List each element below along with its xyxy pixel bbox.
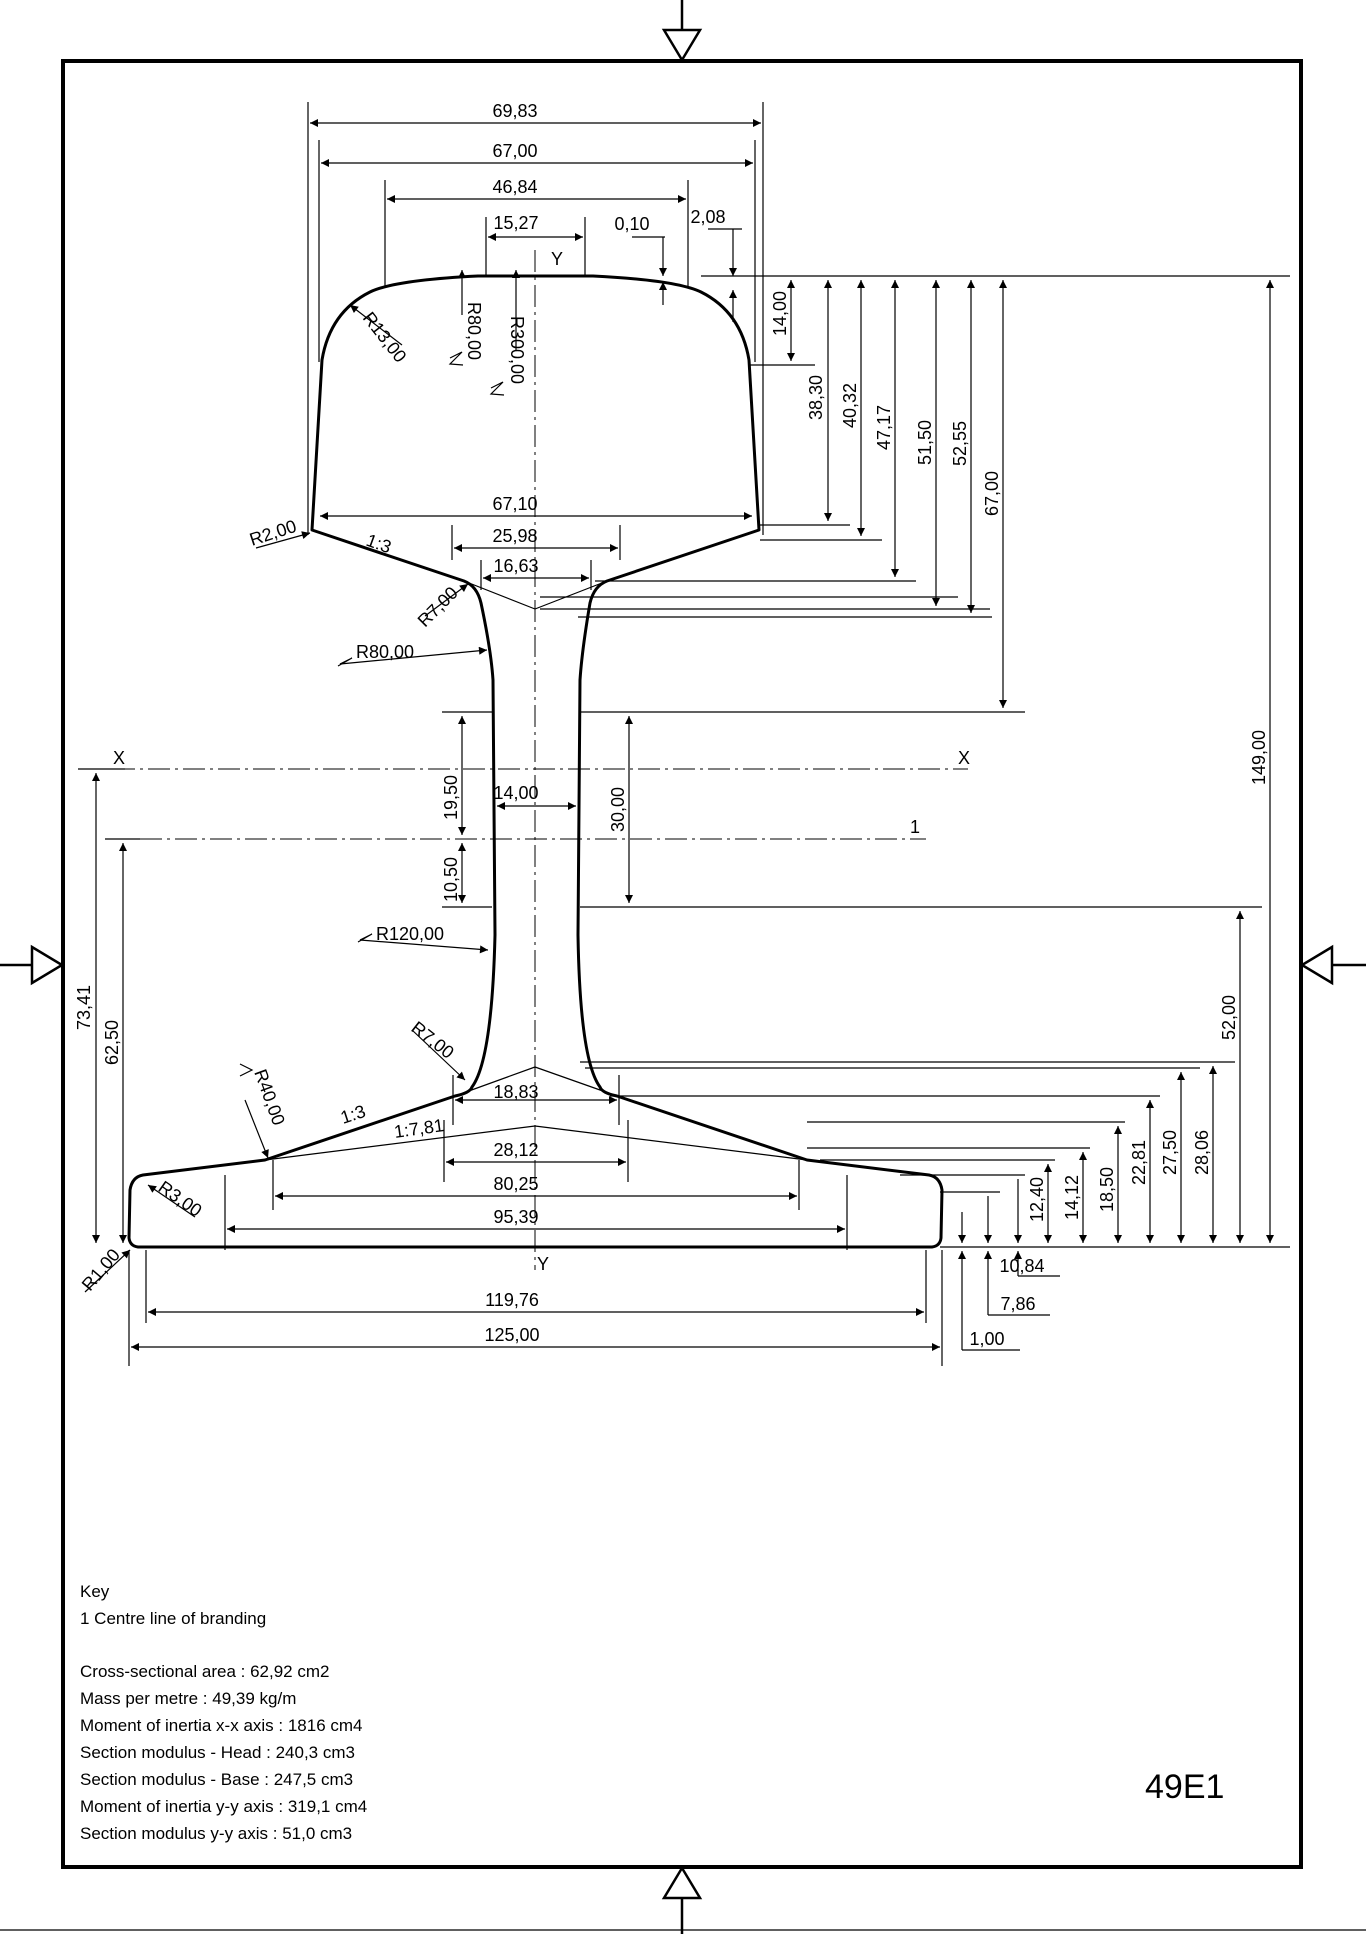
dim-12-40: 12,40 xyxy=(1027,1177,1047,1222)
property-line: Cross-sectional area : 62,92 cm2 xyxy=(80,1662,329,1681)
dim-40-32: 40,32 xyxy=(840,383,860,428)
drawing-code: 49E1 xyxy=(1145,1768,1224,1806)
dim-28-12: 28,12 xyxy=(493,1140,538,1160)
radius-r7-head: R7,00 xyxy=(414,583,469,631)
svg-text:R300,00: R300,00 xyxy=(507,316,527,384)
dim-10-84: 10,84 xyxy=(999,1256,1044,1276)
radius-r80-head: R80,00 xyxy=(448,270,484,366)
dim-73-41: 73,41 xyxy=(74,985,94,1030)
dim-16-63: 16,63 xyxy=(493,556,538,576)
dim-28-06: 28,06 xyxy=(1192,1130,1212,1175)
dim-27-50: 27,50 xyxy=(1160,1130,1180,1175)
dim-67-10: 67,10 xyxy=(492,494,537,514)
dim-7-86-group: 7,86 xyxy=(984,1196,1050,1316)
rail-profile-outline xyxy=(127,274,944,1249)
dim-2-08-group: 2,08 xyxy=(690,207,742,322)
dim-52-00: 52,00 xyxy=(1219,995,1239,1040)
dim-14-00-w: 14,00 xyxy=(493,783,538,803)
dim-69-83: 69,83 xyxy=(492,101,537,121)
radius-r40: R40,00 xyxy=(239,1063,289,1159)
key-item-1: 1 Centre line of branding xyxy=(80,1609,266,1628)
svg-text:R7,00: R7,00 xyxy=(408,1017,458,1062)
dim-2-08: 2,08 xyxy=(690,207,725,227)
dim-52-55: 52,55 xyxy=(950,421,970,466)
dim-7-86: 7,86 xyxy=(1000,1294,1035,1314)
dim-51-50: 51,50 xyxy=(915,420,935,465)
x-axis-label-right: X xyxy=(958,748,970,768)
radius-r2: R2,00 xyxy=(247,516,311,550)
centring-mark-left xyxy=(0,944,65,986)
dim-18-50: 18,50 xyxy=(1097,1167,1117,1212)
dim-80-25: 80,25 xyxy=(493,1174,538,1194)
radius-r120: R120,00 xyxy=(357,924,489,954)
svg-text:R7,00: R7,00 xyxy=(414,583,462,631)
drawing-frame xyxy=(61,59,1303,1869)
svg-text:R1,00: R1,00 xyxy=(78,1245,124,1295)
dim-1-00-group: 1,00 xyxy=(958,1212,1020,1351)
radius-r1: R1,00 xyxy=(78,1245,131,1295)
centring-mark-top xyxy=(661,0,703,63)
svg-text:R80,00: R80,00 xyxy=(356,642,414,662)
y-axis-label-bottom: Y xyxy=(537,1254,549,1274)
radius-r300: R300,00 xyxy=(489,270,527,396)
dim-0-10: 0,10 xyxy=(614,214,649,234)
dim-46-84: 46,84 xyxy=(492,177,537,197)
dim-14-12: 14,12 xyxy=(1062,1175,1082,1220)
svg-text:R40,00: R40,00 xyxy=(250,1067,289,1128)
radius-r80-web: R80,00 xyxy=(337,642,488,667)
dim-149-00: 149,00 xyxy=(1249,730,1269,785)
key-title: Key xyxy=(80,1582,110,1601)
property-line: Section modulus - Base : 247,5 cm3 xyxy=(80,1770,353,1789)
dim-67-00-v: 67,00 xyxy=(982,471,1002,516)
dim-18-83: 18,83 xyxy=(493,1082,538,1102)
dim-30-00: 30,00 xyxy=(608,787,628,832)
property-line: Moment of inertia x-x axis : 1816 cm4 xyxy=(80,1716,363,1735)
dim-67-00-top: 67,00 xyxy=(492,141,537,161)
dim-22-81: 22,81 xyxy=(1129,1140,1149,1185)
property-line: Section modulus - Head : 240,3 cm3 xyxy=(80,1743,355,1762)
dim-10-84-group: 10,84 xyxy=(999,1179,1060,1277)
dim-125-00: 125,00 xyxy=(484,1325,539,1345)
svg-text:R120,00: R120,00 xyxy=(376,924,444,944)
dim-119-76: 119,76 xyxy=(485,1290,539,1310)
dim-14-00-v: 14,00 xyxy=(770,291,790,336)
key-block: Key 1 Centre line of branding Cross-sect… xyxy=(80,1582,367,1843)
svg-text:R13,00: R13,00 xyxy=(359,308,410,366)
dim-19-50: 19,50 xyxy=(441,775,461,820)
x-axis-label-left: X xyxy=(113,748,125,768)
construction-lines xyxy=(264,580,808,1161)
y-axis-label-top: Y xyxy=(551,249,563,269)
slope-1-3-foot: 1:3 xyxy=(338,1101,368,1128)
dim-47-17: 47,17 xyxy=(874,405,894,450)
svg-text:R80,00: R80,00 xyxy=(464,302,484,360)
dim-1-00: 1,00 xyxy=(969,1329,1004,1349)
dim-38-30: 38,30 xyxy=(806,375,826,420)
dim-95-39: 95,39 xyxy=(493,1207,538,1227)
branding-line-label: 1 xyxy=(910,817,920,837)
dim-15-27: 15,27 xyxy=(493,213,538,233)
dim-0-10-group: 0,10 xyxy=(614,214,667,305)
property-line: Section modulus y-y axis : 51,0 cm3 xyxy=(80,1824,352,1843)
slope-1-3-head: 1:3 xyxy=(364,530,394,557)
dim-25-98: 25,98 xyxy=(492,526,537,546)
dim-10-50: 10,50 xyxy=(441,857,461,902)
property-line: Moment of inertia y-y axis : 319,1 cm4 xyxy=(80,1797,367,1816)
svg-text:R2,00: R2,00 xyxy=(247,516,299,550)
dim-62-50: 62,50 xyxy=(102,1020,122,1065)
radius-r13: R13,00 xyxy=(349,304,410,366)
centring-mark-bottom xyxy=(661,1865,703,1934)
radius-r3: R3,00 xyxy=(147,1177,206,1221)
radius-r7-foot: R7,00 xyxy=(408,1017,466,1081)
centring-mark-right xyxy=(1299,944,1366,986)
property-line: Mass per metre : 49,39 kg/m xyxy=(80,1689,296,1708)
svg-text:R3,00: R3,00 xyxy=(155,1177,206,1221)
